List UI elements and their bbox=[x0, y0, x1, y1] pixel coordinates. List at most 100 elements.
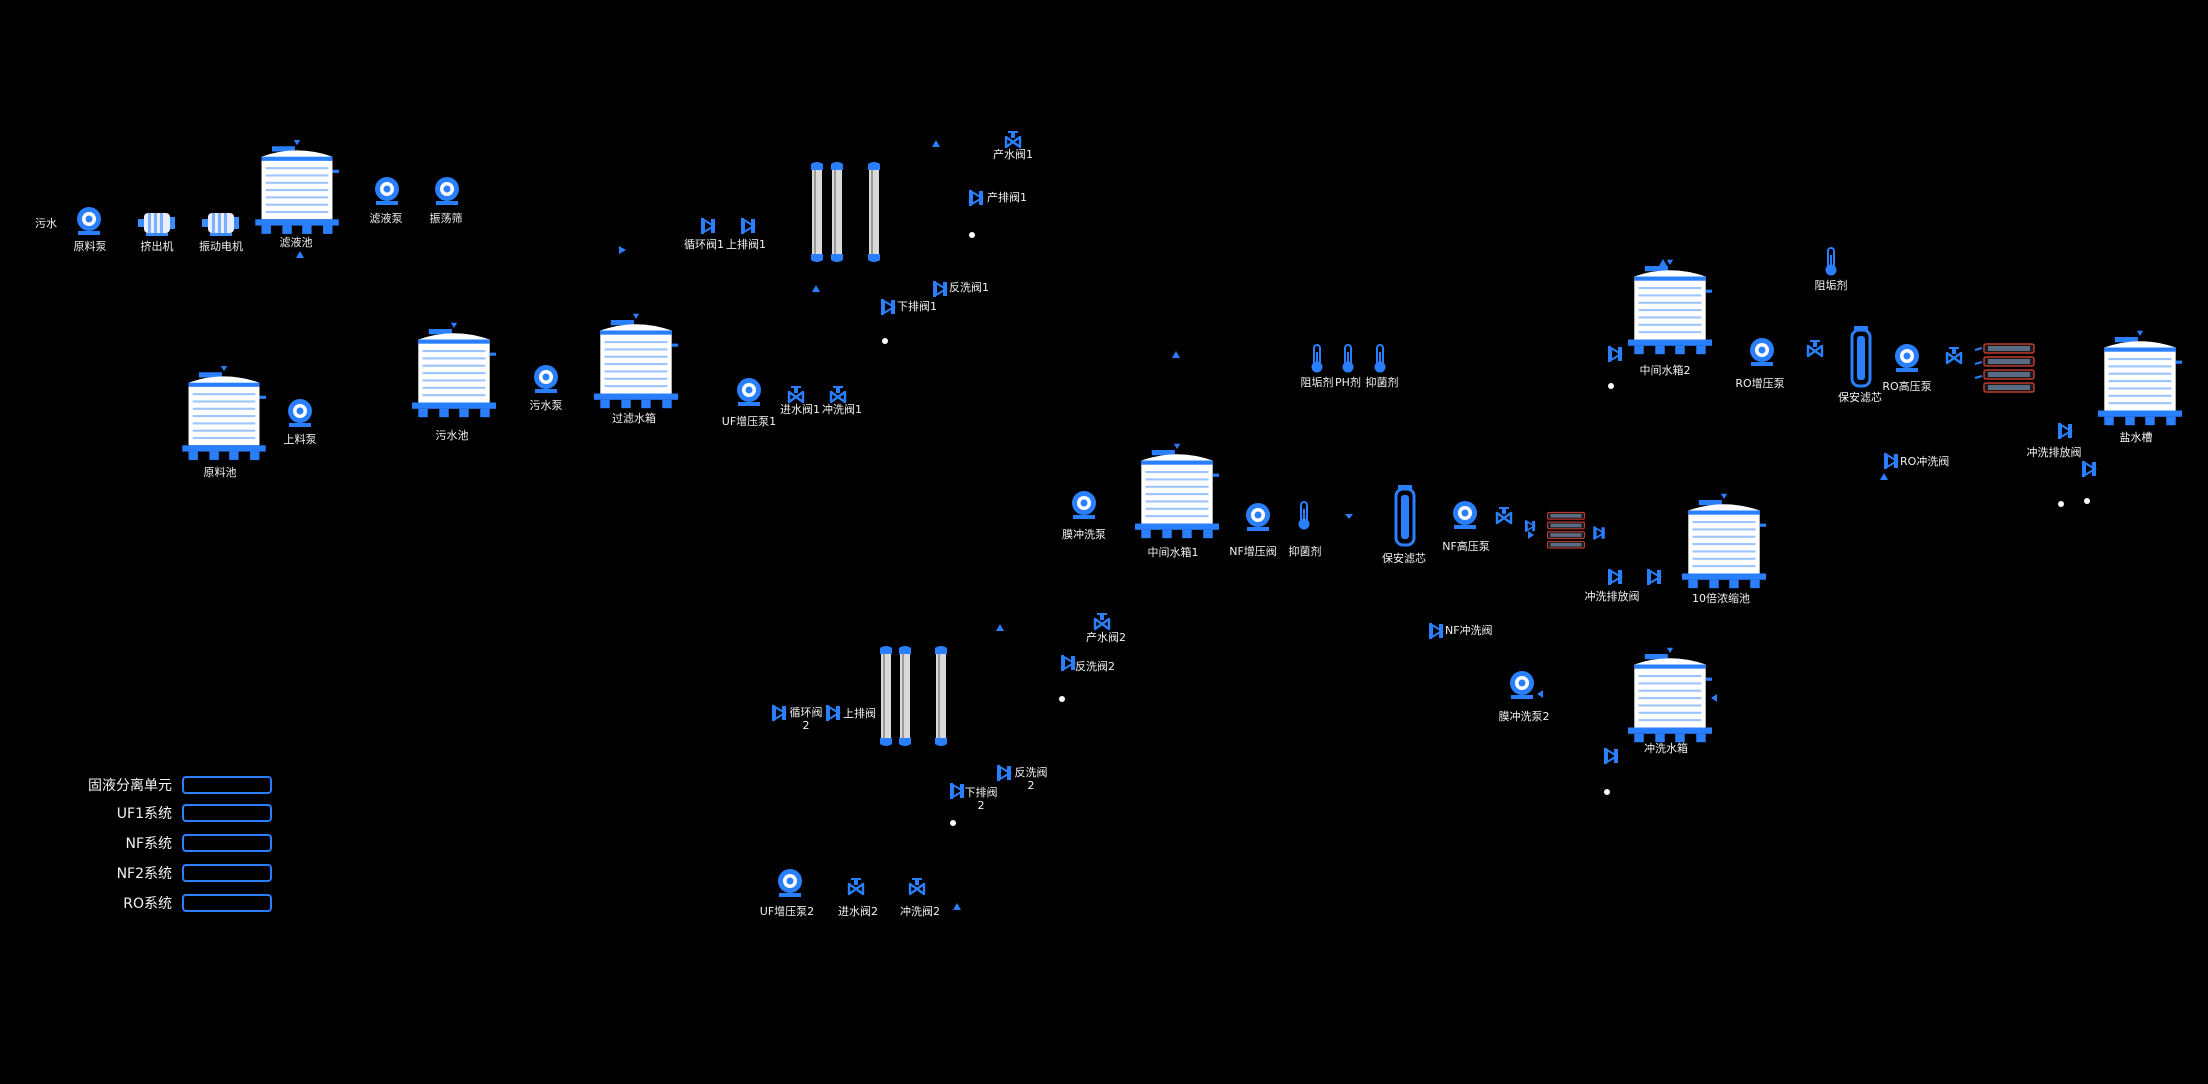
legend-nf[interactable]: NF系统 bbox=[60, 832, 272, 854]
product-valve2-icon[interactable] bbox=[1093, 613, 1111, 631]
bactericide-b-icon[interactable] bbox=[1297, 500, 1311, 531]
legend-label: UF1系统 bbox=[116, 806, 172, 822]
top-drain2-icon[interactable] bbox=[825, 704, 841, 722]
filter-pool-tank[interactable] bbox=[255, 140, 351, 236]
ph-agent-icon[interactable] bbox=[1341, 343, 1355, 374]
ro-flush-valve-icon[interactable] bbox=[1883, 452, 1899, 470]
legend-nf2[interactable]: NF2系统 bbox=[60, 862, 272, 884]
product-valve1-icon[interactable] bbox=[1004, 131, 1022, 149]
flush-valve2-icon[interactable] bbox=[908, 878, 926, 896]
flush-tank[interactable] bbox=[1628, 646, 1725, 744]
backwash1-icon[interactable] bbox=[932, 280, 948, 298]
nf-small-valve2-icon[interactable] bbox=[1524, 519, 1536, 533]
antiscalant-b-label: 阻垢剂 bbox=[1814, 279, 1848, 292]
concentrate-pool-tank[interactable] bbox=[1682, 492, 1779, 590]
legend-toggle-box[interactable] bbox=[182, 804, 272, 822]
product-valve2-label: 产水阀2 bbox=[1086, 631, 1126, 644]
uf-boost-pump2-label: UF增压泵2 bbox=[759, 905, 815, 918]
nf-small-valve-icon[interactable] bbox=[1592, 525, 1606, 541]
top-drain1-label: 上排阀1 bbox=[726, 238, 766, 251]
nf-boost-pump-icon[interactable] bbox=[1246, 503, 1270, 531]
filter-tank-label: 过滤水箱 bbox=[612, 412, 656, 425]
product-drain1-label: 产排阀1 bbox=[987, 191, 1027, 204]
membrane-flush-pump2-icon[interactable] bbox=[1510, 671, 1534, 699]
nf-flush-valve-label: NF冲洗阀 bbox=[1445, 624, 1493, 637]
inlet-valve1-icon[interactable] bbox=[787, 386, 805, 404]
legend-toggle-box[interactable] bbox=[182, 864, 272, 882]
raw-pool-tank[interactable] bbox=[182, 366, 278, 462]
flush-tank-valve-icon[interactable] bbox=[1603, 747, 1619, 765]
flow-arrow bbox=[619, 246, 626, 254]
circ-valve1-icon[interactable] bbox=[700, 217, 716, 235]
backwash2-icon[interactable] bbox=[1060, 654, 1076, 672]
legend-solid-liquid[interactable]: 固液分离单元 bbox=[60, 774, 272, 796]
uf1-membrane-1[interactable] bbox=[811, 162, 823, 262]
ro-boost-pump-icon[interactable] bbox=[1750, 338, 1774, 366]
membrane-flush-pump-icon[interactable] bbox=[1072, 491, 1096, 519]
ro-high-pump-icon[interactable] bbox=[1895, 344, 1919, 372]
flush-drain-b-icon[interactable] bbox=[2057, 422, 2073, 440]
sewage-pool-tank[interactable] bbox=[412, 320, 509, 419]
flush-drain-a-icon[interactable] bbox=[1607, 568, 1623, 586]
nf-high-pump-icon[interactable] bbox=[1453, 501, 1477, 529]
legend-toggle-box[interactable] bbox=[182, 894, 272, 912]
nf-flush-valve-icon[interactable] bbox=[1428, 622, 1444, 640]
legend-ro[interactable]: RO系统 bbox=[60, 892, 272, 914]
uf1-membrane-3[interactable] bbox=[868, 162, 880, 262]
uf1-membrane-2[interactable] bbox=[831, 162, 843, 262]
flush-valve1-icon[interactable] bbox=[829, 386, 847, 404]
antiscalant-b-icon[interactable] bbox=[1824, 246, 1838, 277]
filter-water-tank[interactable] bbox=[594, 312, 691, 410]
bactericide-a-icon[interactable] bbox=[1373, 343, 1387, 374]
bactericide-b-label: 抑菌剂 bbox=[1288, 545, 1322, 558]
uf2-membrane-3[interactable] bbox=[935, 646, 947, 746]
raw-pump-icon[interactable] bbox=[77, 207, 101, 235]
mid-tank1[interactable] bbox=[1135, 442, 1232, 540]
ro-valve-b-icon[interactable] bbox=[1945, 347, 1963, 365]
flush-valve1-label: 冲洗阀1 bbox=[822, 403, 862, 416]
nf-module-icon[interactable] bbox=[1546, 511, 1586, 549]
flow-arrow bbox=[1711, 694, 1717, 702]
bottom-drain2-icon[interactable] bbox=[949, 782, 965, 800]
antiscalant-a-icon[interactable] bbox=[1310, 343, 1324, 374]
vib-motor-icon[interactable] bbox=[202, 213, 239, 236]
security-filter-b-icon[interactable] bbox=[1850, 326, 1872, 388]
uf2-membrane-2[interactable] bbox=[899, 646, 911, 746]
brine-tank[interactable] bbox=[2098, 330, 2195, 427]
flush-tank-label: 冲洗水箱 bbox=[1644, 742, 1688, 755]
legend-toggle-box[interactable] bbox=[182, 776, 272, 794]
product-drain1-icon[interactable] bbox=[968, 189, 984, 207]
filter-pool-label: 滤液池 bbox=[279, 236, 313, 249]
flush-drain-b2-icon[interactable] bbox=[2081, 460, 2097, 478]
mid-tank2[interactable] bbox=[1628, 258, 1725, 356]
backwash2b-icon[interactable] bbox=[996, 764, 1012, 782]
status-dot bbox=[1604, 789, 1610, 795]
extruder-icon[interactable] bbox=[138, 213, 175, 236]
uf2-membrane-1[interactable] bbox=[880, 646, 892, 746]
sewage-pump-icon[interactable] bbox=[534, 365, 558, 393]
uf-boost-pump1-icon[interactable] bbox=[737, 378, 761, 406]
vib-screen-icon[interactable] bbox=[435, 177, 459, 205]
flush-drain-a2-icon[interactable] bbox=[1646, 568, 1662, 586]
mid-tank2-valve-icon[interactable] bbox=[1607, 345, 1623, 363]
filtrate-pump-icon[interactable] bbox=[375, 177, 399, 205]
status-dot bbox=[950, 820, 956, 826]
ro-module-icon[interactable] bbox=[1983, 343, 2035, 393]
flow-arrow bbox=[812, 285, 820, 292]
mid-tank1-label: 中间水箱1 bbox=[1147, 546, 1199, 559]
legend-toggle-box[interactable] bbox=[182, 834, 272, 852]
nf-valve-icon[interactable] bbox=[1495, 507, 1513, 525]
inlet-valve2-icon[interactable] bbox=[847, 878, 865, 896]
flow-arrow bbox=[932, 140, 940, 147]
sewage-pump-label: 污水泵 bbox=[529, 399, 563, 412]
antiscalant-a-label: 阻垢剂 bbox=[1300, 376, 1334, 389]
top-drain1-icon[interactable] bbox=[740, 217, 756, 235]
bactericide-a-label: 抑菌剂 bbox=[1365, 376, 1399, 389]
circ-valve2-icon[interactable] bbox=[771, 704, 787, 722]
legend-uf1[interactable]: UF1系统 bbox=[60, 802, 272, 824]
bottom-drain1-icon[interactable] bbox=[880, 298, 896, 316]
security-filter-a-icon[interactable] bbox=[1394, 485, 1416, 547]
feed-pump-icon[interactable] bbox=[288, 399, 312, 427]
ro-valve-a-icon[interactable] bbox=[1806, 340, 1824, 358]
uf-boost-pump2-icon[interactable] bbox=[778, 869, 802, 897]
